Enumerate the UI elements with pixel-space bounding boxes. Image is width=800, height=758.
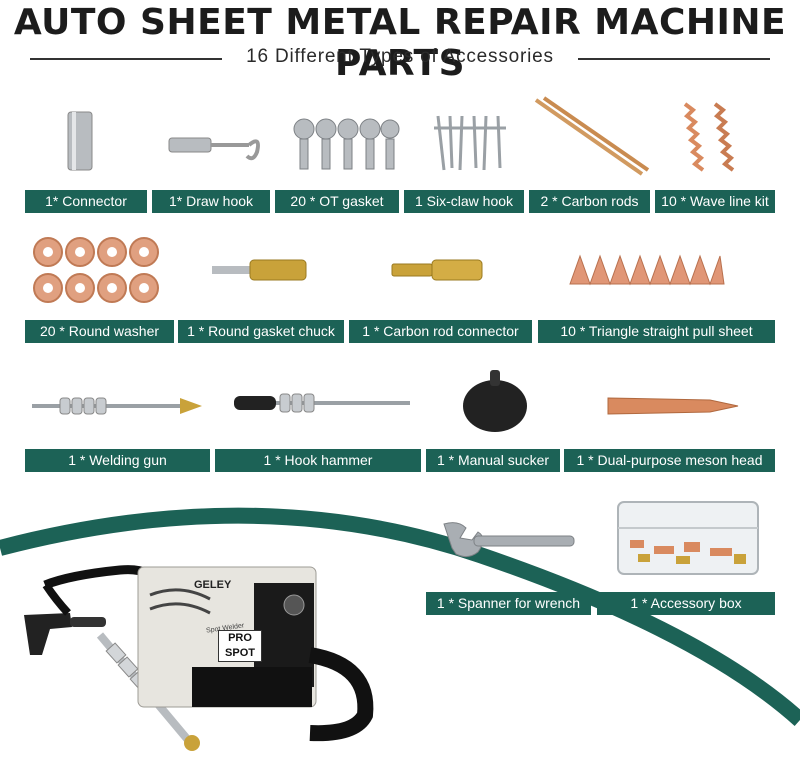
label-spanner-wrench: 1 * Spanner for wrench (426, 592, 591, 615)
label-carbon-rods: 2 * Carbon rods (529, 190, 650, 213)
subtitle-divider-right (578, 58, 770, 60)
round-gasket-chuck-icon (212, 259, 307, 281)
page-subtitle: 16 Different Types of Accessories (246, 46, 554, 67)
label-ot-gasket: 20 * OT gasket (275, 190, 399, 213)
subtitle-divider-left (30, 58, 222, 60)
hook-hammer-icon (234, 393, 410, 413)
label-round-washer: 20 * Round washer (25, 320, 174, 343)
machine-brand: GELEY (194, 579, 232, 591)
manual-sucker-icon (463, 370, 527, 432)
wave-line-kit-icon (683, 102, 735, 172)
spanner-wrench-icon (443, 522, 575, 558)
label-carbon-rod-connector: 1 * Carbon rod connector (349, 320, 532, 343)
label-meson-head: 1 * Dual-purpose meson head (564, 449, 775, 472)
ot-gasket-icon (293, 118, 400, 170)
label-manual-sucker: 1 * Manual sucker (426, 449, 560, 472)
six-claw-hook-icon (434, 115, 506, 171)
label-wave-line-kit: 10 * Wave line kit (655, 190, 775, 213)
label-accessory-box: 1 * Accessory box (597, 592, 775, 615)
label-draw-hook: 1* Draw hook (152, 190, 270, 213)
machine-model-line1: PRO (228, 632, 252, 644)
welding-gun-icon (32, 397, 202, 415)
machine-model-badge: PRO SPOT (218, 630, 262, 662)
carbon-rods-icon (534, 96, 650, 176)
subtitle-row: 16 Different Types of Accessories (0, 46, 800, 70)
machine-model-line2: SPOT (225, 647, 255, 659)
label-connector: 1* Connector (25, 190, 147, 213)
draw-hook-icon (168, 137, 260, 161)
label-six-claw-hook: 1 Six-claw hook (404, 190, 524, 213)
connector-icon (67, 111, 93, 171)
triangle-pull-sheet-icon (569, 254, 725, 286)
accessory-box-icon (617, 501, 759, 575)
carbon-rod-connector-icon (391, 259, 483, 281)
page-title: AUTO SHEET METAL REPAIR MACHINE PARTS (13, 2, 787, 84)
meson-head-icon (607, 397, 739, 415)
label-welding-gun: 1 * Welding gun (25, 449, 210, 472)
label-triangle-pull-sheet: 10 * Triangle straight pull sheet (538, 320, 775, 343)
label-hook-hammer: 1 * Hook hammer (215, 449, 421, 472)
round-washer-icon (33, 237, 159, 303)
label-round-gasket-chuck: 1 * Round gasket chuck (178, 320, 344, 343)
